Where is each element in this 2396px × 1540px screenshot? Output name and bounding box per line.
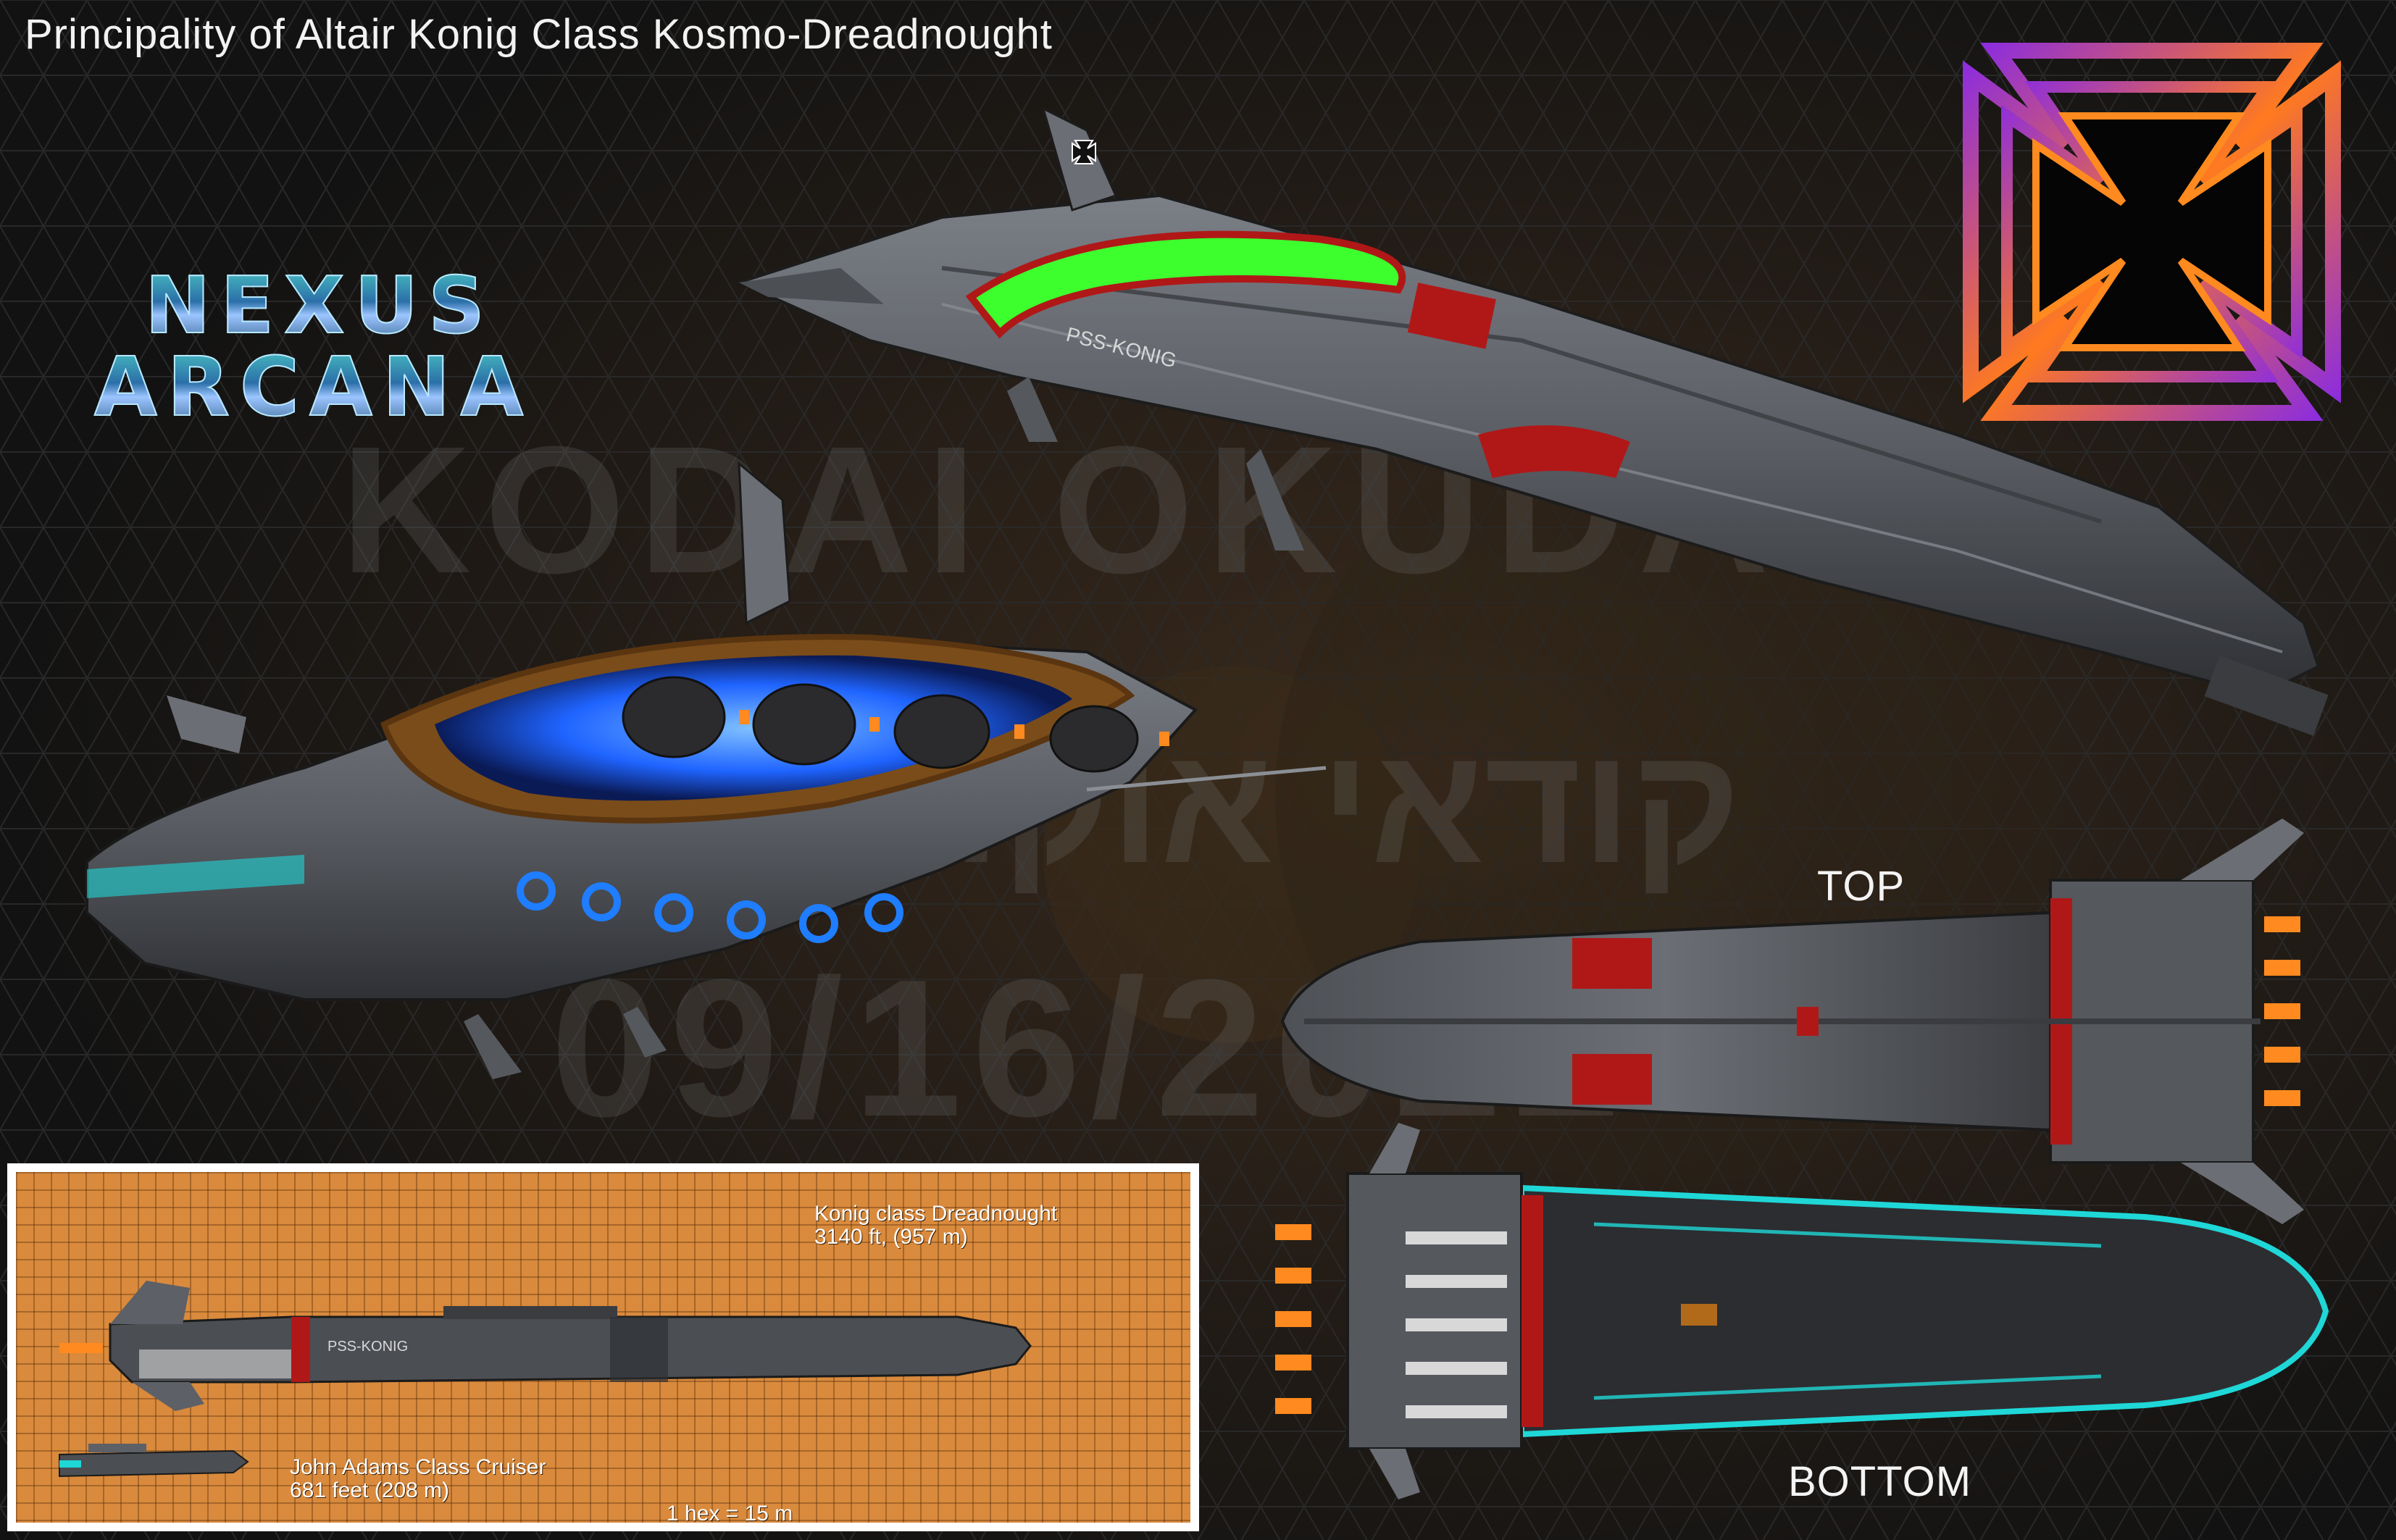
john-adams-side-profile xyxy=(59,1444,249,1478)
poster-title: Principality of Altair Konig Class Kosmo… xyxy=(25,11,1053,58)
dreadnought-three-quarter-view xyxy=(85,461,1327,1079)
konig-side-profile: PSS-KONIG xyxy=(59,1281,1032,1411)
logo-word-nexus: NEXUS xyxy=(144,260,495,352)
dreadnought-perspective-view: PSS-KONIG xyxy=(735,106,2329,736)
bottom-view-label: BOTTOM xyxy=(1788,1458,1972,1505)
iron-cross-fin-icon xyxy=(1072,140,1096,164)
scale-comparison-ships: PSS-KONIG xyxy=(59,1281,1032,1478)
inset-hull-marking: PSS-KONIG xyxy=(327,1339,408,1355)
hex-scale-legend: 1 hex = 15 m xyxy=(667,1502,793,1526)
dreadnought-top-view xyxy=(1280,819,2304,1224)
konig-class-label: Konig class Dreadnought xyxy=(814,1202,1058,1226)
logo-word-arcana: ARCANA xyxy=(93,340,534,435)
iron-cross-emblem-icon xyxy=(1963,43,2341,421)
john-adams-class-length: 681 feet (208 m) xyxy=(290,1478,450,1502)
scale-comparison-inset: PSS-KONIG Konig class Dreadnought 3140 f… xyxy=(7,1163,1199,1531)
top-view-label: TOP xyxy=(1817,863,1905,910)
dreadnought-bottom-view xyxy=(1275,1123,2329,1499)
konig-class-length: 3140 ft, (957 m) xyxy=(814,1225,968,1249)
john-adams-class-label: John Adams Class Cruiser xyxy=(290,1455,546,1479)
